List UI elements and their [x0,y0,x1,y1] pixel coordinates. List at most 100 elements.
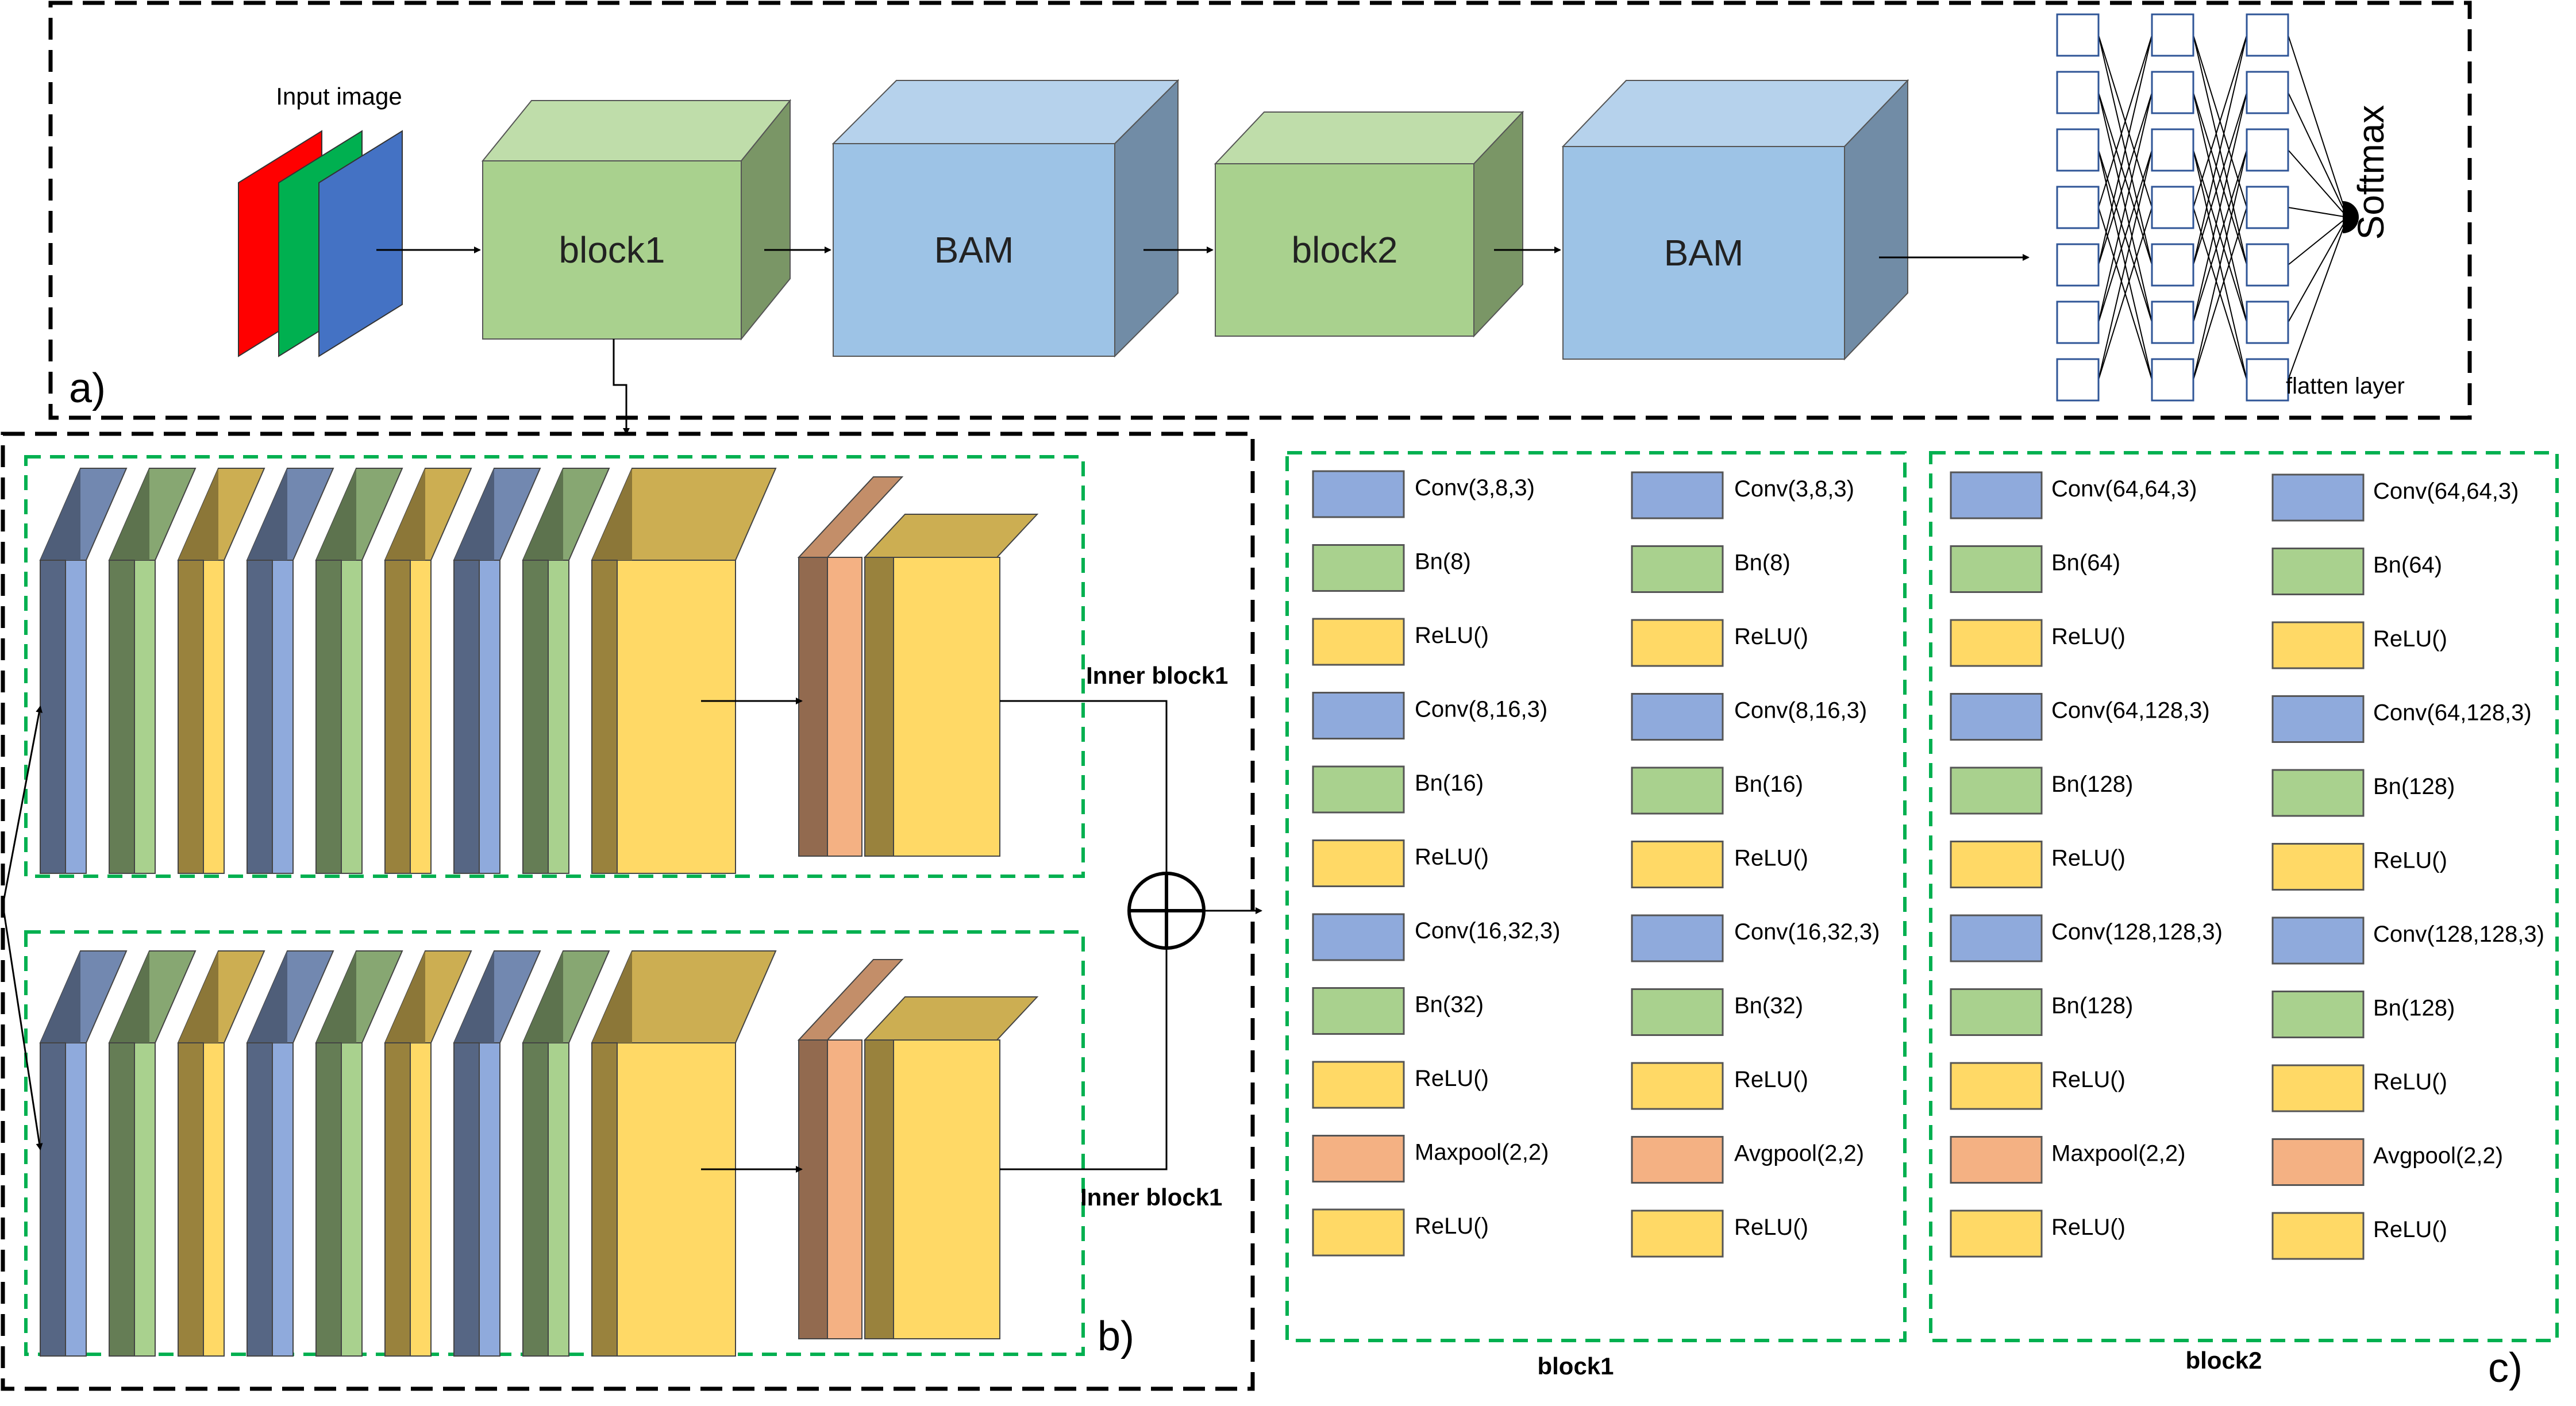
layer-swatch-relu [1950,1209,2043,1258]
layer-slab-edge [247,560,273,874]
layer-label: ReLU() [1734,846,1808,871]
layer-swatch-relu [1312,618,1405,666]
layer-label: ReLU() [2051,1215,2126,1240]
layer-slab-edge [315,560,342,874]
fc-edge [2098,149,2153,380]
layer-swatch-relu [1631,841,1724,888]
neuron-box [2246,243,2289,287]
fc-edge [2098,34,2153,265]
layer-label: ReLU() [1415,1066,1489,1091]
layer-slab-edge [591,1042,618,1357]
layer-swatch-bn [1950,988,2043,1036]
layer-slab-edge [522,1042,549,1357]
layer-swatch-relu [1950,619,2043,667]
layer-slab-relu [591,468,777,874]
layer-label: Bn(32) [1415,992,1484,1018]
layer-swatch-relu [1631,1062,1724,1110]
cube-4: BAM [1561,79,1909,361]
fc-edge [2288,217,2348,265]
fc-edge [2288,217,2348,323]
fc-edge [2193,149,2247,380]
layer-swatch-relu [1631,1209,1724,1258]
layer-label: ReLU() [2373,848,2447,873]
fc-edge [2193,34,2247,265]
layer-swatch-conv [1950,693,2043,741]
fc-edge [2193,149,2247,323]
layer-swatch-conv [1950,471,2043,519]
layer-label: Bn(128) [2051,993,2133,1019]
layer-slab-edge [384,560,411,874]
neuron-box [2151,71,2194,114]
fc-edge [2288,207,2348,218]
sum-node [1127,872,1206,950]
layer-label: Conv(16,32,3) [1734,919,1880,945]
layer-label: Conv(64,128,3) [2373,700,2532,726]
layer-slab-relu [863,514,1039,857]
neuron-box [2056,13,2100,57]
cube-label: BAM [1664,232,1744,274]
block2-table-title: block2 [2185,1347,2262,1374]
layer-slab-edge [315,1042,342,1357]
layer-label: Bn(16) [1734,772,1803,797]
layer-label: Avgpool(2,2) [1734,1141,1864,1166]
neuron-box [2056,243,2100,287]
layer-swatch-conv [2271,916,2365,965]
layer-swatch-conv [1312,913,1405,961]
layer-slab-edge [453,560,480,874]
split-arrow-top [2,706,43,906]
connector-bottom-to-sum [1000,941,1170,1170]
layer-slab-edge [178,560,204,874]
layer-swatch-relu [1312,1208,1405,1257]
cube-label: block2 [1292,229,1398,271]
neuron-box [2246,358,2289,402]
layer-slab-edge [109,560,135,874]
layer-swatch-bn [2271,991,2365,1038]
layer-label: Bn(64) [2373,553,2442,578]
layer-slab-edge [40,560,66,874]
layer-swatch-bn [1312,987,1405,1035]
neuron-box [2151,243,2194,287]
layer-label: Conv(64,128,3) [2051,698,2210,723]
layer-swatch-relu [1312,1061,1405,1109]
neuron-box [2151,13,2194,57]
fc-edge [2193,92,2247,323]
connector-block1-down [613,339,630,435]
connector-top-to-sum [1000,700,1170,880]
neuron-box [2151,301,2194,344]
fc-edge [2288,217,2348,380]
layer-label: Conv(16,32,3) [1415,918,1560,943]
cube-3: block2 [1214,110,1524,338]
fc-edge [2098,207,2153,380]
layer-slab-edge [453,1042,480,1357]
layer-label: Bn(128) [2373,774,2455,799]
neuron-box [2151,186,2194,229]
layer-swatch-conv [1950,914,2043,962]
layer-swatch-relu [2271,1212,2365,1260]
fc-edge [2288,149,2348,218]
layer-swatch-conv [1631,471,1724,519]
layer-label: Conv(3,8,3) [1415,475,1535,500]
inner-block-label-top: Inner block1 [1086,662,1228,689]
layer-label: Bn(64) [2051,550,2120,576]
layer-label: ReLU() [1734,624,1808,649]
layer-swatch-bn [1950,766,2043,815]
layer-swatch-bn [2271,548,2365,595]
layer-swatch-pool [1312,1135,1405,1182]
layer-swatch-conv [1312,692,1405,739]
layer-label: Bn(128) [2373,996,2455,1021]
panel-a-frame [48,1,2472,420]
split-arrow-bottom [2,904,43,1150]
neuron-box [2056,71,2100,114]
neuron-box [2246,71,2289,114]
layer-label: ReLU() [2051,1067,2126,1092]
neuron-box [2246,13,2289,57]
layer-label: Conv(128,128,3) [2373,922,2544,947]
layer-swatch-conv [2271,695,2365,743]
layer-swatch-relu [1950,841,2043,888]
neuron-box [2151,128,2194,172]
neuron-box [2056,186,2100,229]
input-image-label: Input image [276,83,402,110]
panel-c-label: c) [2488,1345,2523,1391]
inner-block-top-frame [24,455,1085,878]
